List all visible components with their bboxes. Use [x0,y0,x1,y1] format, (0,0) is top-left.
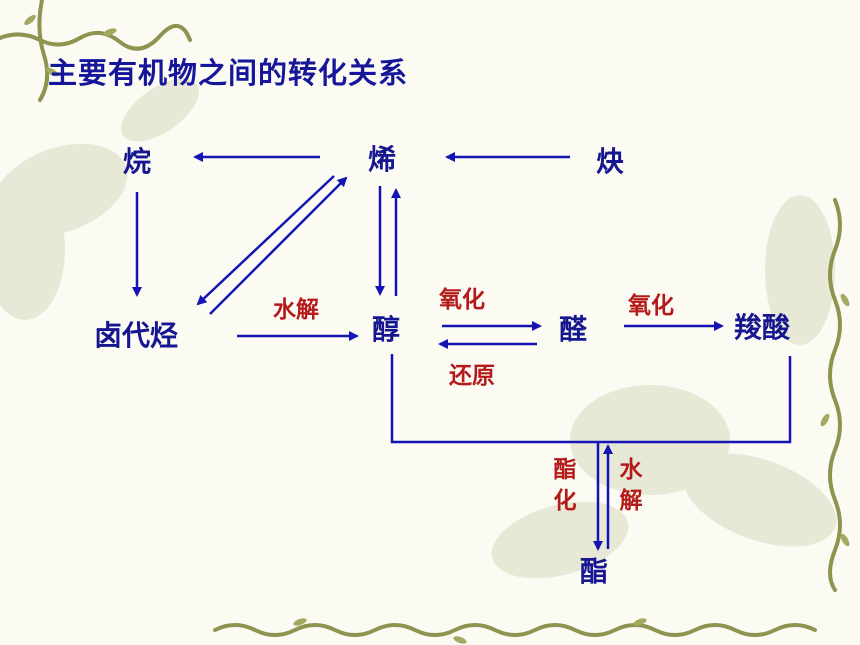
node-alcohol: 醇 [372,313,401,346]
node-aldehyde: 醛 [559,313,588,346]
vine-right [828,198,842,592]
page-title: 主要有机物之间的转化关系 [48,56,409,90]
arrow-haloalkane-to-alkene [209,176,348,315]
label-oxidation-2: 氧化 [628,293,674,319]
node-carboxylic-acid: 羧酸 [734,311,791,344]
label-oxidation-1: 氧化 [439,287,485,313]
esterification-bracket [390,354,792,444]
label-esterification: 酯化 [553,457,577,514]
label-reduction: 还原 [449,363,495,389]
node-haloalkane: 卤代烃 [94,319,179,352]
vine-top-left [0,24,192,51]
node-alkene: 烯 [368,143,397,176]
node-alkyne: 炔 [596,145,625,178]
node-ester: 酯 [580,555,609,588]
vine-bottom [213,623,817,637]
vine-left [37,0,50,102]
label-hydrolysis: 水解 [273,297,319,323]
label-ester-hydrolysis: 水解 [619,457,643,514]
node-alkane: 烷 [123,145,152,178]
arrow-alkene-to-haloalkane [196,175,335,306]
